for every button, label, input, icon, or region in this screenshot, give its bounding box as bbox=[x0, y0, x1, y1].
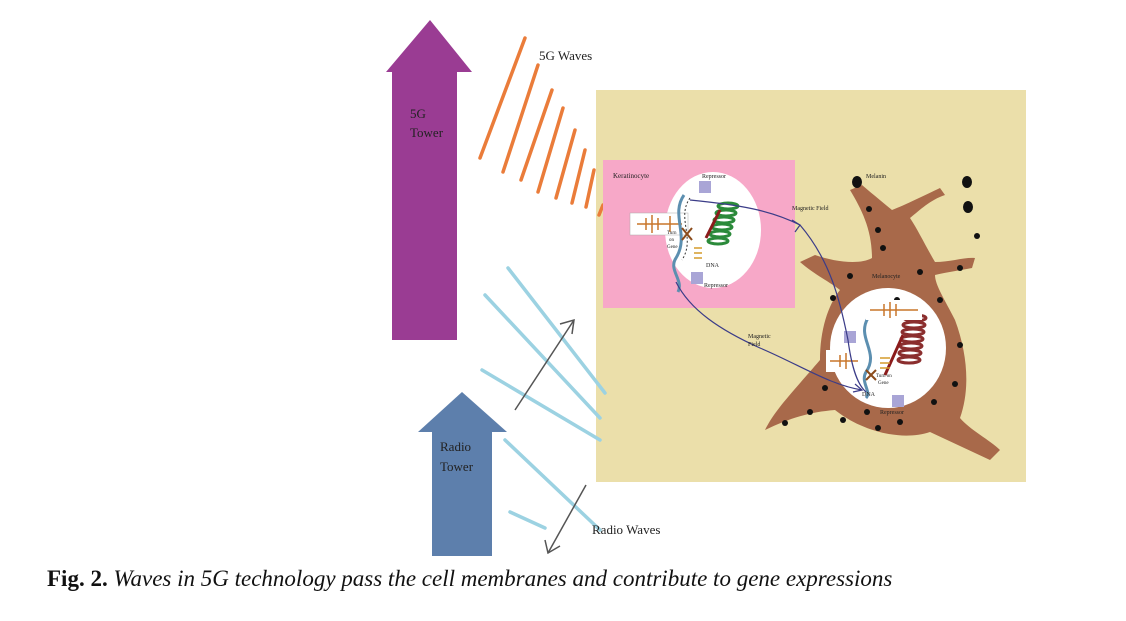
radio-tower-label-line1: Radio bbox=[440, 439, 471, 454]
turn-on-gene-k-3: Gene bbox=[667, 245, 678, 250]
radio-waves-label: Radio Waves bbox=[592, 522, 660, 537]
tower-5g-arrow: 5G Tower bbox=[386, 20, 472, 340]
tower-5g-label-line2: Tower bbox=[410, 125, 444, 140]
keratinocyte-label: Keratinocyte bbox=[613, 172, 649, 180]
waves-5g bbox=[478, 36, 605, 217]
melanin-label: Melanin bbox=[866, 174, 886, 180]
dna-k-label: DNA bbox=[706, 263, 720, 269]
repressor-k-bottom-label: Repressor bbox=[704, 283, 728, 289]
repressor-k-top-label: Repressor bbox=[702, 174, 726, 180]
radio-tower-arrow: Radio Tower bbox=[418, 392, 507, 556]
repressor-m-label: Repressor bbox=[880, 410, 904, 416]
tower-5g-label-line1: 5G bbox=[410, 106, 426, 121]
keratinocyte-cell: Keratinocyte bbox=[603, 160, 795, 308]
turn-on-gene-m-2: Gene bbox=[878, 381, 889, 386]
dna-m-label: DNA bbox=[862, 392, 876, 398]
caption-prefix: Fig. 2. bbox=[47, 566, 108, 591]
turn-on-gene-m-1: Turn on bbox=[876, 374, 892, 379]
caption-text: Waves in 5G technology pass the cell mem… bbox=[113, 566, 893, 591]
magnetic-field-mid-label-2: Field bbox=[748, 342, 760, 348]
figure-caption: Fig. 2. Waves in 5G technology pass the … bbox=[47, 566, 892, 592]
melanocyte-cell: Melanin Melanocyte bbox=[765, 174, 1000, 460]
radio-tower-label-line2: Tower bbox=[440, 459, 474, 474]
melanocyte-label: Melanocyte bbox=[872, 274, 901, 280]
propagation-arrows bbox=[514, 318, 587, 555]
magnetic-field-top-label: Magnetic Field bbox=[792, 206, 829, 212]
figure-diagram: 5G Tower 5G Waves Radio Tower Radio Wave… bbox=[386, 20, 1026, 556]
turn-on-gene-k-2: on bbox=[669, 238, 675, 243]
turn-on-gene-k-1: Turn bbox=[667, 231, 677, 236]
magnetic-field-mid-label-1: Magnetic bbox=[748, 334, 771, 340]
magnetic-field-lines bbox=[675, 199, 867, 393]
radio-waves bbox=[480, 266, 607, 532]
waves-5g-label: 5G Waves bbox=[539, 48, 592, 63]
